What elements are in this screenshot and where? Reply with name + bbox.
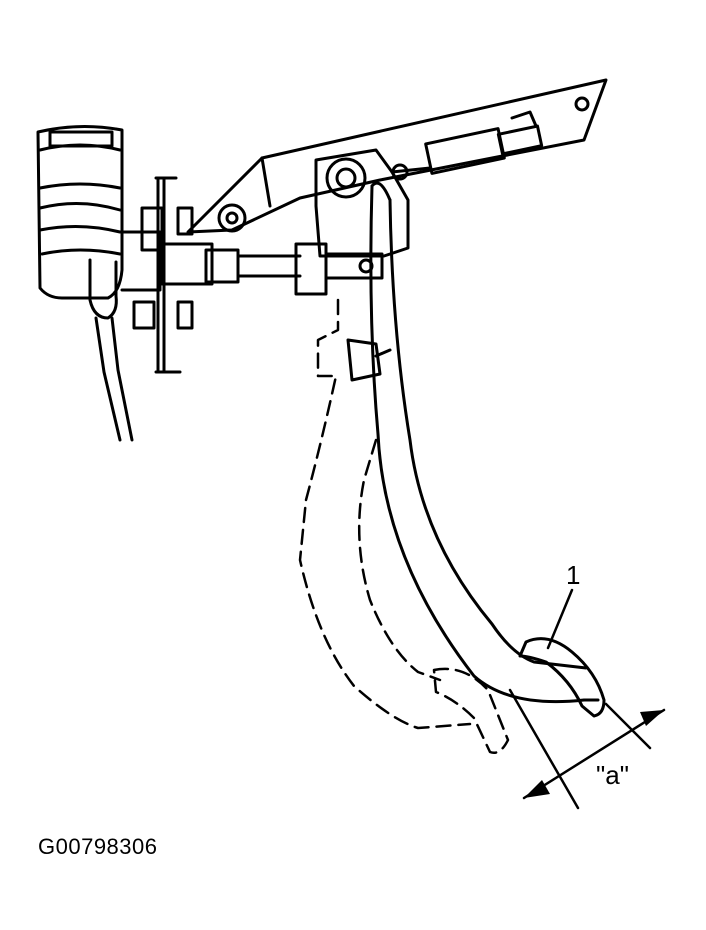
dimension-a: [508, 688, 666, 810]
callout-1-leader: [546, 588, 574, 650]
dimension-a-label: "a": [596, 760, 629, 790]
pedal-switch: [390, 110, 544, 181]
reservoir: [36, 124, 124, 300]
fluid-line: [88, 258, 134, 442]
dimension-arrow-left: [524, 780, 550, 798]
firewall-bracket: [132, 176, 194, 374]
master-cylinder: [120, 230, 384, 296]
callout-1-label: 1: [566, 560, 580, 590]
pedal-bracket: [186, 78, 608, 258]
figure-id: G00798306: [38, 834, 158, 859]
pedal-depressed-outline: [298, 298, 510, 754]
dimension-arrow-right: [640, 710, 664, 726]
pedal-arm: [346, 181, 600, 704]
pedal-pad: [518, 637, 606, 718]
